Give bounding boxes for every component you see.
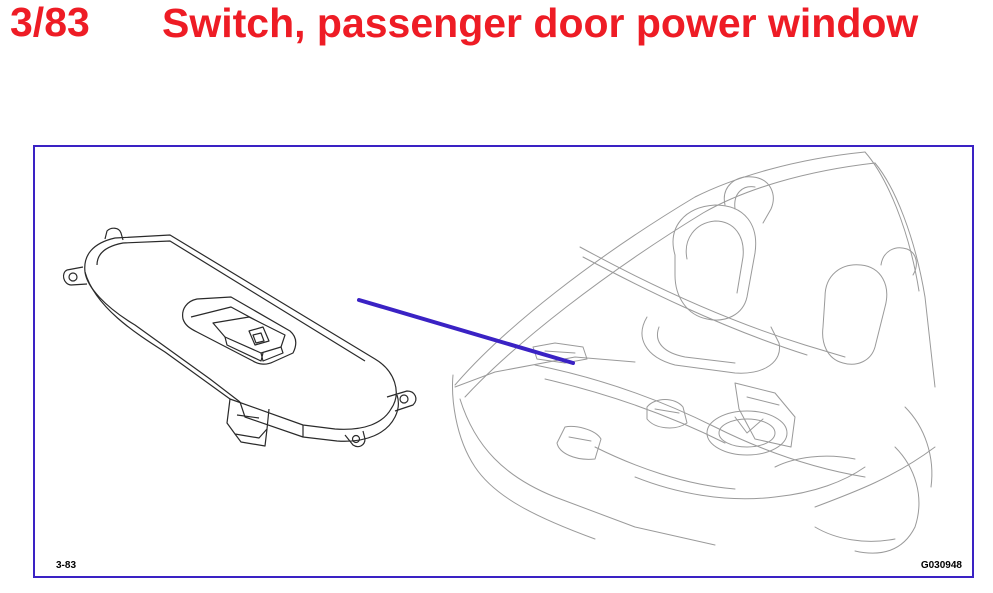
illustration-frame: 3-83 G030948 xyxy=(33,145,974,578)
figure-ref-right: G030948 xyxy=(920,560,962,571)
component-title: Switch, passenger door power window xyxy=(162,0,919,46)
illustration xyxy=(62,151,936,554)
callout-pointer xyxy=(357,298,575,365)
window-switch-drawing xyxy=(62,227,417,448)
figure-ref-left: 3-83 xyxy=(56,560,77,571)
component-code: 3/83 xyxy=(10,0,90,45)
car-interior-drawing xyxy=(452,151,936,554)
